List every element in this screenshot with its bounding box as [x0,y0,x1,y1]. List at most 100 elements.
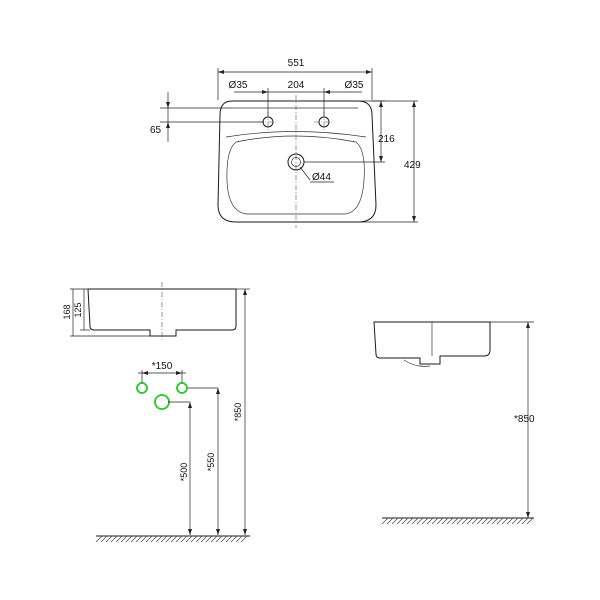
dim-width-label: 551 [288,58,305,69]
floor-hatch-line [421,517,429,525]
dim-width: 551 [217,58,373,100]
dim-hole-spacing-label: 204 [288,80,305,91]
floor-hatch-line [416,517,424,525]
dim-drain-depth-label: 216 [378,134,395,145]
floor-left [95,535,250,543]
floor-hatch-line [215,535,223,543]
floor-hatch-line [185,535,193,543]
floor-hatch-line [511,517,519,525]
dim-mount-height-left-label: *850 [233,403,243,422]
floor-hatch-line [180,535,188,543]
dim-drain-depth: 216 [304,100,395,163]
floor-hatch-line [456,517,464,525]
dim-drain: Ø44 [299,166,334,183]
floor-hatch-line [95,535,103,543]
floor-hatch-line [481,517,489,525]
floor-hatch-line [446,517,454,525]
floor-hatch-line [115,535,123,543]
water-connection-left [136,382,148,394]
floor-hatch-line [145,535,153,543]
dim-hole-left-label: Ø35 [229,80,248,91]
drain-connection [154,394,170,410]
dim-hole-right-label: Ø35 [345,80,364,91]
dim-mount-height-right-label: *850 [514,414,535,425]
floor-hatch-line [461,517,469,525]
floor-hatch-line [381,517,389,525]
top-view: 551 204 Ø35 Ø35 65 [150,58,421,228]
dim-depth-label: 429 [404,160,421,171]
floor-hatch-line [431,517,439,525]
dim-depth: 429 [358,100,421,223]
floor-hatch-line [125,535,133,543]
floor-hatch-line [195,535,203,543]
floor-hatch-line [506,517,514,525]
floor-hatch-line [486,517,494,525]
floor-hatch-line [471,517,479,525]
floor-hatch-line [150,535,158,543]
basin-side-right [373,321,491,365]
floor-hatch-line [441,517,449,525]
floor-hatch-line [220,535,228,543]
floor-right [381,517,534,525]
floor-hatch-line [501,517,509,525]
floor-hatch-line [401,517,409,525]
floor-hatch-line [175,535,183,543]
floor-hatch-line [130,535,138,543]
floor-hatch-line [491,517,499,525]
floor-hatch-line [140,535,148,543]
floor-hatch-line [210,535,218,543]
dim-hole-spacing: 204 Ø35 Ø35 [229,80,364,116]
basin-side-left [87,288,237,337]
dim-total-height-label: 168 [62,304,72,319]
floor-hatch-line [230,535,238,543]
floor-hatch-line [406,517,414,525]
floor-hatch-line [526,517,534,525]
floor-hatch-line [386,517,394,525]
dim-water-height-label: *500 [179,463,189,482]
floor-hatch-line [165,535,173,543]
floor-hatch-line [466,517,474,525]
floor-hatch-line [436,517,444,525]
floor-hatch-line [200,535,208,543]
dim-water-height: *500 [179,402,192,535]
dim-bowl-height-label: 125 [73,302,83,317]
floor-hatch-line [396,517,404,525]
bowl-inner-outline [226,135,365,215]
water-connection-right [176,382,188,394]
floor-hatch-line [205,535,213,543]
floor-hatch-line [516,517,524,525]
dim-drain-height-label: *550 [206,453,216,472]
dim-mount-height-left: *850 [233,288,250,535]
deck-rim-line [225,131,367,138]
floor-hatch-line [105,535,113,543]
floor-hatch-line [170,535,178,543]
floor-hatch-line [411,517,419,525]
basin-outline-top [217,100,377,223]
side-view-left: 168 125 *150 *500 [62,282,250,543]
dim-mount-height-right: *850 [490,321,535,518]
floor-hatch-line [120,535,128,543]
floor-hatch-line [391,517,399,525]
dim-drain-height: *550 [206,388,220,535]
dim-hole-offset: 65 [150,92,264,142]
dim-total-height: 168 [62,288,150,337]
dim-pipe-spacing: *150 [138,361,186,383]
dim-drain-label: Ø44 [312,172,331,183]
dim-pipe-spacing-label: *150 [152,361,173,372]
floor-hatch-line [155,535,163,543]
floor-hatch-line [426,517,434,525]
floor-hatch-line [240,535,248,543]
floor-hatch-line [496,517,504,525]
floor-hatch-line [451,517,459,525]
floor-hatch-line [521,517,529,525]
floor-hatch-line [135,535,143,543]
dim-hole-offset-label: 65 [150,125,162,136]
floor-hatch-line [190,535,198,543]
floor-hatch-line [235,535,243,543]
side-view-right: *850 [373,321,535,525]
floor-hatch-line [110,535,118,543]
floor-hatch-line [160,535,168,543]
floor-hatch-line [100,535,108,543]
dim-bowl-height: 125 [73,289,90,331]
